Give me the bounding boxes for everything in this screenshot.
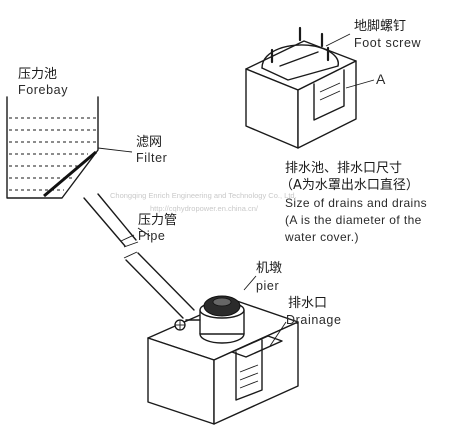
note-en-line1: Size of drains and drains — [285, 196, 427, 210]
forebay-label-en: Forebay — [18, 83, 68, 97]
filter-label-cn: 滤网 — [136, 135, 162, 150]
foot-screw-label-en: Foot screw — [354, 36, 421, 50]
note-en-line3: water cover.) — [284, 230, 359, 244]
drainage-label-cn: 排水口 — [288, 296, 327, 311]
pier-label-en: pier — [256, 279, 279, 293]
detail-block — [245, 26, 357, 149]
pressure-pipe — [83, 193, 195, 319]
drainage-label-en: Drainage — [286, 313, 342, 327]
note-cn-line1: 排水池、排水口尺寸 — [285, 161, 402, 176]
pipe-label-cn: 压力管 — [138, 213, 177, 228]
note-cn-line2: （A为水罩出水口直径） — [280, 178, 419, 193]
filter-label-en: Filter — [136, 151, 167, 165]
marker-a-label: A — [376, 71, 386, 87]
leader-lines — [97, 33, 375, 347]
watermark-line1: Chongqing Enrich Engineering and Technol… — [110, 191, 297, 200]
note-en-line2: (A is the diameter of the — [285, 213, 422, 227]
forebay — [6, 96, 99, 199]
filter-screen — [43, 150, 97, 198]
watermark-line2: http://cqhydropower.en.china.cn/ — [150, 204, 259, 213]
pier-block — [147, 299, 299, 425]
pipe-label-en: Pipe — [138, 229, 165, 243]
pier-label-cn: 机墩 — [256, 261, 282, 276]
foot-screw-label-cn: 地脚螺钉 — [354, 18, 406, 34]
turbine-unit — [174, 295, 245, 344]
forebay-label-cn: 压力池 — [18, 67, 57, 82]
